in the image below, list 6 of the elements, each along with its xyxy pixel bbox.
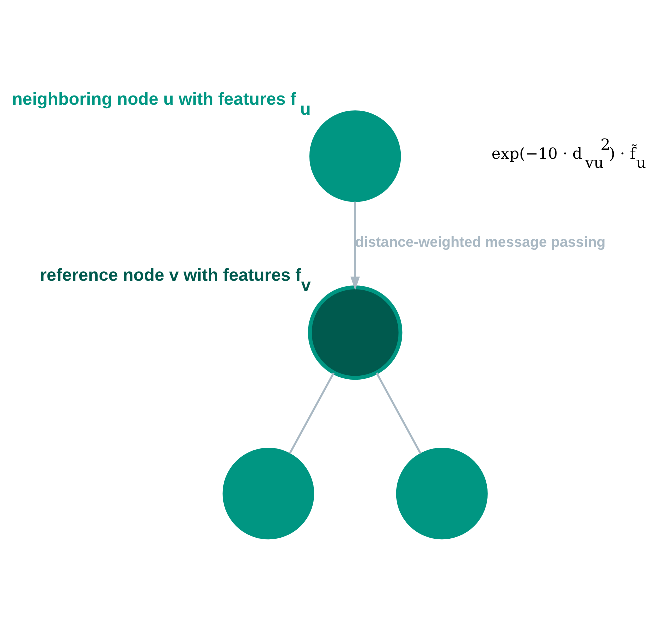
- node-circle: [310, 110, 402, 202]
- arrow: [350, 201, 360, 290]
- connector: [376, 372, 422, 454]
- node-circle: [396, 448, 488, 540]
- connector: [289, 372, 335, 454]
- node-circle: [222, 448, 314, 540]
